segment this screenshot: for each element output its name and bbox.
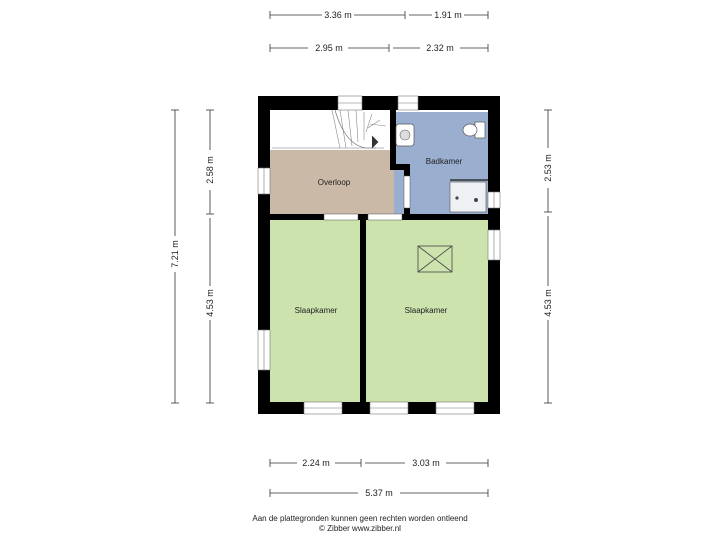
- footer-disclaimer: Aan de plattegronden kunnen geen rechten…: [252, 514, 468, 523]
- room-label-overloop: Overloop: [318, 178, 351, 187]
- dim-top-row1-b: 1.91 m: [434, 10, 462, 20]
- dim-left-upper: 2.58 m: [205, 156, 215, 184]
- footer-copyright: © Zibber www.zibber.nl: [319, 524, 401, 533]
- room-label-badkamer: Badkamer: [426, 157, 463, 166]
- door-openings: [323, 175, 411, 221]
- dim-top-row1-a: 3.36 m: [324, 10, 352, 20]
- room-overloop: [270, 150, 408, 214]
- dim-top-row2-a: 2.95 m: [315, 43, 343, 53]
- dimension-bottom-total: [269, 489, 489, 497]
- shower-icon: [449, 179, 488, 213]
- room-label-slaapkamer-left: Slaapkamer: [295, 306, 338, 315]
- dimension-left-total: [171, 109, 179, 404]
- dim-bottom-a: 2.24 m: [302, 458, 330, 468]
- dim-bottom-b: 3.03 m: [412, 458, 440, 468]
- room-slaapkamer-left: [270, 220, 360, 402]
- dimension-top-row2: [269, 44, 489, 52]
- dimension-right-parts: [544, 109, 552, 404]
- dim-top-row2-b: 2.32 m: [426, 43, 454, 53]
- staircase: [272, 109, 387, 149]
- room-label-slaapkamer-right: Slaapkamer: [405, 306, 448, 315]
- bathroom-wall-left: [390, 110, 396, 164]
- skylight-icon: [417, 245, 453, 273]
- dimension-top-row1: [269, 11, 489, 19]
- wall-between-bedrooms: [360, 214, 366, 402]
- dim-right-upper: 2.53 m: [543, 154, 553, 182]
- dimension-left-parts: [206, 109, 214, 404]
- toilet-icon: [462, 121, 486, 139]
- dimension-bottom-row1: [269, 459, 489, 467]
- dim-left-lower: 4.53 m: [205, 289, 215, 317]
- windows: [257, 95, 501, 415]
- dim-left-total: 7.21 m: [170, 240, 180, 268]
- bathroom-wall-step: [390, 164, 410, 170]
- dim-right-lower: 4.53 m: [543, 289, 553, 317]
- room-slaapkamer-right: [366, 220, 488, 402]
- dim-bottom-total: 5.37 m: [365, 488, 393, 498]
- washbasin-icon: [395, 123, 415, 147]
